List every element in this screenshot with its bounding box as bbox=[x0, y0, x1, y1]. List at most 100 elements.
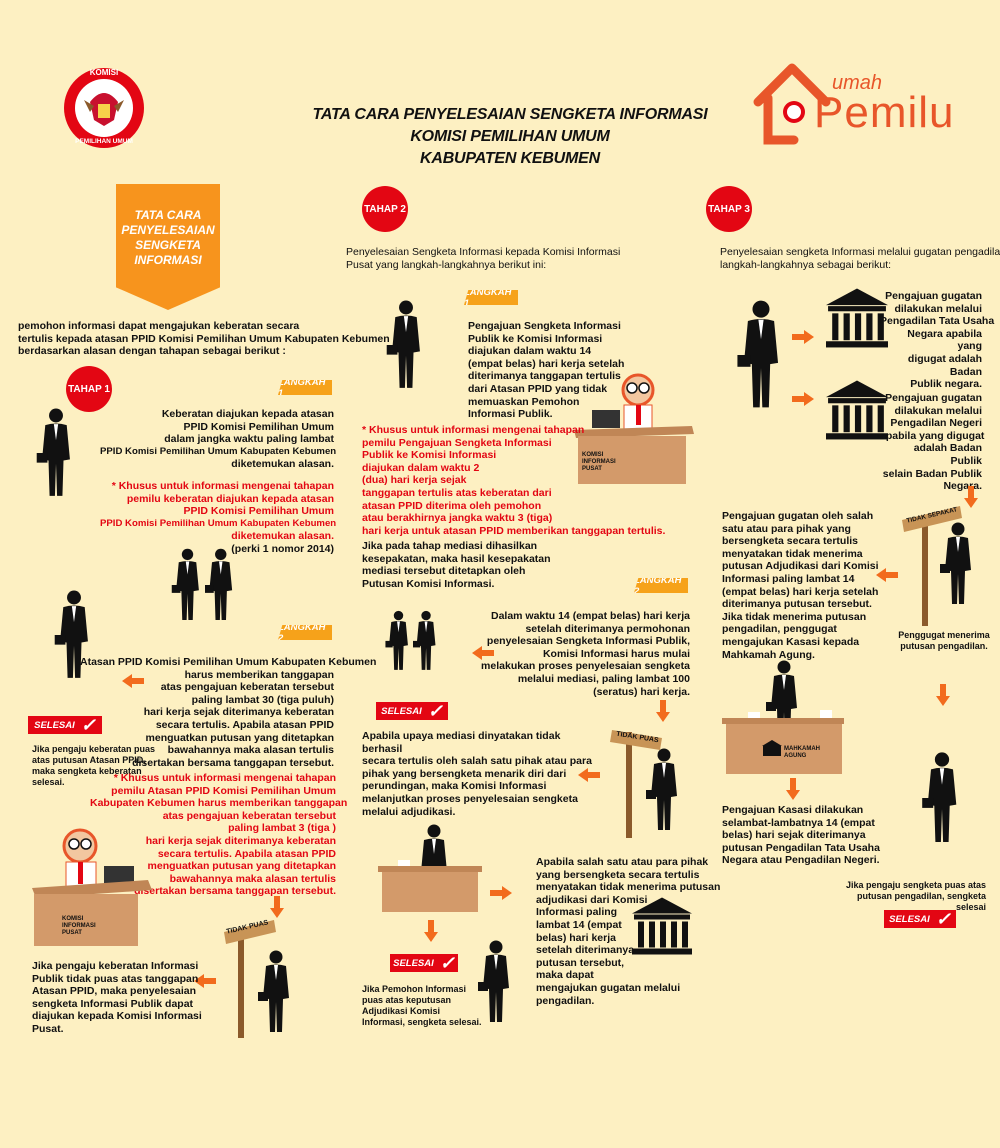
note-line: * Khusus untuk informasi mengenai tahapa… bbox=[113, 772, 336, 784]
komisi-informasi-desk-illustration: KOMISI INFORMASI PUSAT bbox=[574, 370, 698, 486]
intro-line: tertulis kepada atasan PPID Komisi Pemil… bbox=[18, 332, 390, 345]
text-line: diajukan dalam waktu 14 bbox=[468, 345, 592, 358]
selesai-label: SELESAI bbox=[889, 913, 930, 925]
arrow-right-icon bbox=[792, 330, 814, 344]
tahap-2-badge: TAHAP 2 bbox=[362, 186, 408, 232]
court-building-icon bbox=[632, 897, 692, 955]
text-line: penyelesaian Sengketa Informasi Publik, bbox=[486, 635, 690, 648]
text-line: Pengajuan gugatan bbox=[885, 392, 982, 404]
text-line: bawahannya maka alasan tertulis bbox=[167, 744, 334, 757]
note-line: disertakan bersama tanggapan tersebut. bbox=[134, 885, 336, 898]
text-line: Pengajuan Kasasi dilakukan bbox=[722, 804, 864, 816]
tahap2-langkah1-text: Pengajuan Sengketa Informasi Publik ke K… bbox=[468, 320, 638, 421]
text-line: Apabila salah satu atau para pihak bbox=[536, 856, 709, 868]
desk-label-line: KOMISI bbox=[582, 452, 604, 458]
court-building-icon bbox=[826, 288, 888, 348]
note-line: Kabupaten Kebumen harus memberikan tangg… bbox=[90, 797, 348, 810]
note-line: secara tertulis. Apabila atasan PPID bbox=[157, 847, 336, 860]
tahap3-kasasi2-text: Pengajuan Kasasi dilakukan selambat-lamb… bbox=[722, 804, 880, 867]
check-icon: ✓ bbox=[80, 715, 96, 735]
text-line: pengadilan. bbox=[536, 994, 595, 1007]
text-line: Putusan Komisi Informasi. bbox=[362, 577, 495, 590]
komisi-informasi-desk-illustration: KOMISI INFORMASI PUSAT bbox=[28, 820, 156, 948]
walking-man-icon bbox=[737, 300, 779, 408]
text-line: selambat-lambatnya 14 (empat bbox=[722, 816, 875, 829]
text-line: melalui mediasi, paling lambat 100 bbox=[517, 672, 690, 685]
tahap1-selesai-text: Jika pengaju keberatan puas atas putusan… bbox=[32, 744, 172, 788]
check-icon: ✓ bbox=[439, 953, 455, 973]
text-line: diajukan kepada Komisi Informasi bbox=[32, 1010, 202, 1023]
banner-line-3: SENGKETA bbox=[135, 238, 201, 252]
tahap3-intro: Penyelesaian sengketa Informasi melalui … bbox=[720, 246, 1000, 271]
text-line: dilakukan melalui bbox=[894, 302, 982, 315]
selesai-label: SELESAI bbox=[393, 957, 434, 969]
tahap2-gugatan-text: Apabila salah satu atau para pihak yang … bbox=[536, 856, 726, 1007]
text-line: Komisi Informasi harus mulai bbox=[542, 647, 690, 660]
kpu-logo-text-bottom: PEMILIHAN UMUM bbox=[75, 138, 133, 145]
text-line: puas atas keputusan bbox=[362, 995, 452, 1005]
text-line: selesai. bbox=[32, 777, 65, 787]
text-line: Jika pengaju keberatan puas bbox=[32, 744, 156, 754]
text-line: maka dapat bbox=[536, 969, 594, 982]
text-line: dilakukan melalui bbox=[894, 404, 982, 417]
selesai-label: SELESAI bbox=[34, 719, 75, 731]
banner-line-1: TATA CARA bbox=[134, 208, 202, 222]
text-line: digugat adalah Badan bbox=[907, 352, 982, 378]
text-line: Dalam waktu 14 (empat belas) hari kerja bbox=[490, 610, 690, 622]
text-line: pihak yang bersengketa menarik diri dari bbox=[362, 767, 567, 780]
text-line: yang bersengketa secara tertulis bbox=[536, 868, 700, 881]
arrow-down-icon bbox=[786, 778, 800, 800]
text-line: kesepakatan, maka hasil kesepakatan bbox=[362, 552, 551, 565]
text-line: Informasi paling bbox=[536, 906, 618, 919]
text-line: paling lambat 30 (tiga puluh) bbox=[191, 693, 334, 706]
text-line: Pengajuan gugatan bbox=[885, 290, 982, 302]
tahap3-selesai-badge: SELESAI ✓ bbox=[884, 910, 956, 928]
text-line: menguatkan putusan yang ditetapkan bbox=[145, 731, 334, 744]
selesai-label: SELESAI bbox=[381, 705, 422, 717]
court-building-icon bbox=[826, 380, 888, 440]
tahap-1-badge: TAHAP 1 bbox=[66, 366, 112, 412]
mahkamah-agung-desk-illustration: MAHKAMAH AGUNG bbox=[722, 660, 848, 776]
note-line: hari kerja sejak diterimanya keberatan bbox=[145, 834, 336, 847]
tahap2-langkah-1-tab: LANGKAH 1 bbox=[464, 290, 518, 305]
text-line: Apabila upaya mediasi dinyatakan tidak b… bbox=[362, 730, 561, 755]
tahap2-selesai2-badge: SELESAI ✓ bbox=[390, 954, 458, 972]
text-line: (empat belas) hari kerja setelah bbox=[468, 357, 625, 370]
tahap1-langkah2-note: * Khusus untuk informasi mengenai tahapa… bbox=[90, 772, 348, 898]
tahap-3-badge: TAHAP 3 bbox=[706, 186, 752, 232]
tahap2-selesai-badge: SELESAI ✓ bbox=[376, 702, 448, 720]
note-line: * Khusus untuk informasi mengenai tahapa… bbox=[111, 480, 334, 492]
tahap1-langkah-2-tab: LANGKAH 2 bbox=[278, 625, 332, 640]
check-icon: ✓ bbox=[935, 909, 951, 929]
text-line: Pengajuan Sengketa Informasi bbox=[468, 320, 621, 332]
desk-label: KOMISI INFORMASI PUSAT bbox=[62, 916, 96, 937]
walking-man-icon bbox=[36, 408, 70, 496]
text-line: (empat belas) hari kerja setelah bbox=[722, 585, 879, 598]
text-line: Pengadilan Tata Usaha bbox=[880, 315, 995, 328]
kpu-logo-text-top: KOMISI bbox=[89, 68, 119, 77]
arrow-left-icon bbox=[578, 768, 600, 782]
kpu-logo: KOMISI PEMILIHAN UMUM bbox=[62, 62, 146, 156]
note-line: PPID Komisi Pemilihan Umum bbox=[183, 505, 334, 518]
text-line: Publik tidak puas atas tanggapan bbox=[32, 972, 199, 985]
text-line: pengadilan, penggugat bbox=[722, 623, 837, 636]
text-line: menyatakan tidak menerima bbox=[722, 547, 863, 560]
text-line: Informasi Publik. bbox=[468, 408, 553, 421]
tahap2-mediasi-text: Jika pada tahap mediasi dihasilkan kesep… bbox=[362, 540, 602, 590]
text-line: Jika pengaju sengketa puas atas bbox=[845, 880, 986, 890]
text-line: melakukan proses penyelesaian sengketa bbox=[481, 660, 690, 673]
text-line: secara tertulis oleh salah satu pihak at… bbox=[362, 755, 592, 768]
tahap3-puas-text: Jika pengaju sengketa puas atas putusan … bbox=[840, 880, 986, 913]
tahap1-ref-text: (perki 1 nomor 2014) bbox=[231, 543, 334, 555]
note-line: bawahannya maka alasan tertulis bbox=[169, 872, 336, 885]
note-line: paling lambat 3 (tiga ) bbox=[228, 822, 336, 835]
text-line: putusan pengadilan, sengketa bbox=[856, 891, 986, 901]
desk-label-line: MAHKAMAH bbox=[784, 746, 820, 752]
check-icon: ✓ bbox=[427, 701, 443, 721]
text-line: dari Atasan PPID yang tidak bbox=[468, 382, 608, 395]
tahap1-langkah-1-tab: LANGKAH 1 bbox=[278, 380, 332, 395]
text-line: perundingan, maka Komisi Informasi bbox=[362, 780, 547, 793]
text-line: maka sengketa keberatan bbox=[32, 766, 142, 776]
text-line: Pusat yang langkah-langkahnya berikut in… bbox=[346, 258, 547, 271]
arrow-left-icon bbox=[876, 568, 898, 582]
